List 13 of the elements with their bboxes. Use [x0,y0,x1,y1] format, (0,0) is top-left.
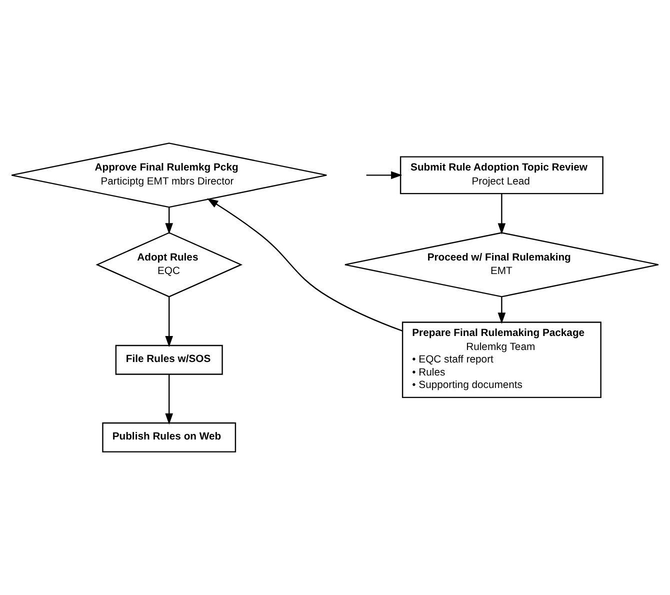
arrow [165,374,174,425]
arrow [498,194,506,234]
arrow [165,207,174,234]
arrow [366,171,402,180]
node-box: File Rules w/SOS [115,344,223,375]
node-box: Submit Rule Adoption Topic Review Project Lead [400,156,604,194]
arrow [206,198,403,332]
node-diamond: Proceed w/ Final Rulemaking EMT [344,232,659,298]
node-diamond: Adopt Rules EQC [96,232,243,298]
arrow [498,296,506,324]
node-box: Publish Rules on Web [102,422,236,452]
node-box: Prepare Final Rulemaking Package Rulemkg Team • EQC staff report • Rules • Supporting documents [402,322,602,398]
arrow [165,296,174,348]
